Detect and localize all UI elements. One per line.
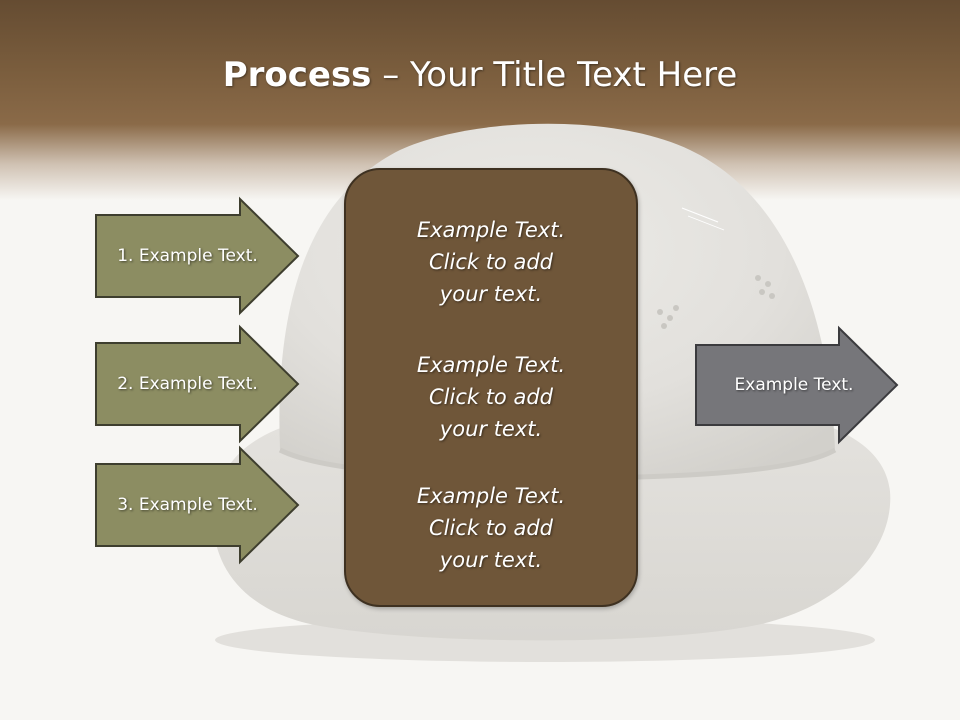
process-text-1-line-3: your text. (439, 282, 543, 306)
process-text-2-line-2: Click to add (428, 385, 553, 409)
input-arrow-3: 3. Example Text. (95, 445, 300, 565)
input-arrow-2: 2. Example Text. (95, 324, 300, 444)
process-text-2-line-1: Example Text. (416, 353, 566, 377)
input-arrow-3-label: 3. Example Text. (117, 495, 258, 515)
title-text: – Your Title Text Here (371, 55, 738, 95)
arrow-shape (695, 325, 899, 445)
input-arrow-1-label: 1. Example Text. (117, 246, 258, 266)
input-arrow-1: 1. Example Text. (95, 196, 300, 316)
process-text-3-line-1: Example Text. (416, 484, 566, 508)
arrow-shape (95, 445, 300, 565)
process-text-3-line-3: your text. (439, 548, 543, 572)
input-arrow-2-label: 2. Example Text. (117, 374, 258, 394)
output-arrow-label: Example Text. (734, 375, 854, 395)
process-text-3: Example Text. Click to add your text. (346, 480, 636, 576)
process-text-2: Example Text. Click to add your text. (346, 349, 636, 445)
process-text-3-line-2: Click to add (428, 516, 553, 540)
title-keyword: Process (222, 55, 372, 95)
output-arrow: Example Text. (695, 325, 899, 445)
slide-title: Process – Your Title Text Here (0, 52, 960, 98)
arrow-shape (95, 196, 300, 316)
process-box: Example Text. Click to add your text. Ex… (344, 168, 638, 607)
arrow-shape (95, 324, 300, 444)
process-text-1-line-2: Click to add (428, 250, 553, 274)
process-text-2-line-3: your text. (439, 417, 543, 441)
process-text-1: Example Text. Click to add your text. (346, 214, 636, 310)
process-text-1-line-1: Example Text. (416, 218, 566, 242)
